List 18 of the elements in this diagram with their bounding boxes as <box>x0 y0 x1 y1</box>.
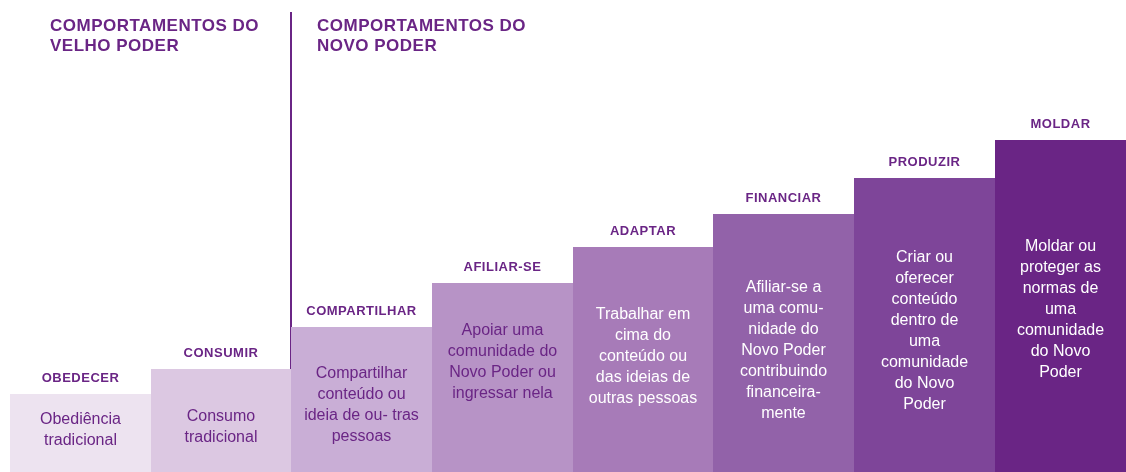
step-description: Criar ou oferecer conteúdo dentro de uma comunidade do Novo Poder <box>879 247 970 414</box>
step-title: AFILIAR-SE <box>462 259 543 274</box>
step-description: Moldar ou proteger as normas de uma comunidade do Novo Poder <box>1015 236 1106 382</box>
step-description: Afiliar-se a uma comu- nidade do Novo Poder contribuindo financeira- mente <box>738 277 829 423</box>
section-heading: COMPORTAMENTOS DO NOVO PODER <box>317 16 528 56</box>
step-title: MOLDAR <box>1029 116 1092 131</box>
step-title: CONSUMIR <box>182 345 260 360</box>
step-description: Obediência tradicional <box>39 409 122 450</box>
step-title: COMPARTILHAR <box>305 303 418 318</box>
step-description: Apoiar uma comunidade do Novo Poder ou ingressar nela <box>447 320 558 403</box>
step-title: PRODUZIR <box>887 154 962 169</box>
step-title: OBEDECER <box>40 370 121 385</box>
step-title: FINANCIAR <box>744 190 823 205</box>
section-heading: COMPORTAMENTOS DO VELHO PODER <box>50 16 261 56</box>
step-title: ADAPTAR <box>608 223 678 238</box>
step-description: Trabalhar em cima do conteúdo ou das ideias de outras pessoas <box>587 304 699 408</box>
step-description: Consumo tradicional <box>183 406 259 447</box>
step-description: Compartilhar conteúdo ou ideia de ou- tras pessoas <box>303 363 420 446</box>
